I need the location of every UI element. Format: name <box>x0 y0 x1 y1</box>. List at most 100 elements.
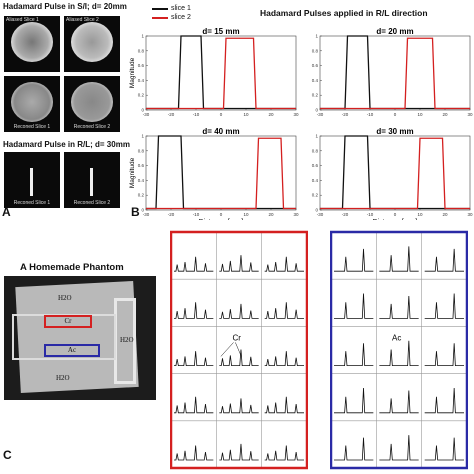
spectrum-trace <box>174 256 214 272</box>
x-tick-label: -20 <box>168 112 175 117</box>
phantom-disc <box>71 22 113 62</box>
x-tick-label: -30 <box>143 212 150 217</box>
series-line-slice-1 <box>320 35 470 110</box>
slice-bar <box>90 168 93 196</box>
x-tick-label: -20 <box>168 212 175 217</box>
phantom-disc <box>11 82 53 122</box>
x-tick-label: -30 <box>317 212 324 217</box>
mri-image-rl-reconed-slice-1: Reconed Slice 1 <box>4 152 60 208</box>
y-tick-label: 1 <box>141 34 144 39</box>
chart-title: d= 30 mm <box>376 127 413 136</box>
slice-bar <box>30 168 33 196</box>
chart-title: d= 15 mm <box>202 27 239 36</box>
y-tick-label: 0 <box>141 108 144 113</box>
chart-title: d= 40 mm <box>202 127 239 136</box>
cr-region-box: Cr <box>44 315 92 328</box>
x-tick-label: 0 <box>220 212 223 217</box>
x-tick-label: 30 <box>467 212 473 217</box>
y-axis-label: Magnitude <box>129 57 136 88</box>
image-label: Aliased Slice 2 <box>66 17 99 23</box>
grid-frame <box>170 230 308 470</box>
spectrum-trace <box>264 256 304 272</box>
y-tick-label: 1 <box>315 34 318 39</box>
label-ac: Ac <box>67 346 77 354</box>
x-tick-label: -20 <box>342 112 349 117</box>
mri-image-reconed-slice-1: Reconed Slice 1 <box>4 76 60 132</box>
y-tick-label: 0.2 <box>138 193 145 198</box>
x-tick-label: 20 <box>442 112 448 117</box>
y-tick-label: 0.4 <box>138 178 145 183</box>
y-tick-label: 0.2 <box>312 93 319 98</box>
spectrum-trace <box>334 293 374 319</box>
x-tick-label: -20 <box>342 212 349 217</box>
y-tick-label: 0 <box>315 208 318 213</box>
y-tick-label: 0.4 <box>312 78 319 83</box>
x-tick-label: 10 <box>417 212 423 217</box>
image-label: Aliased Slice 1 <box>6 17 39 23</box>
spectrum-trace <box>379 340 419 366</box>
label-cr: Cr <box>64 317 72 325</box>
spectrum-trace <box>334 437 374 461</box>
series-line-slice-2 <box>320 37 470 110</box>
series-line-slice-1 <box>146 35 296 110</box>
spectrum-trace <box>334 387 374 414</box>
y-tick-label: 0.6 <box>312 163 319 168</box>
mri-image-aliased-slice-1: Aliased Slice 1 <box>4 16 60 72</box>
spectrum-trace <box>264 445 304 461</box>
peak-annotation: Ac <box>392 333 401 342</box>
plot-frame <box>319 35 471 111</box>
x-tick-label: 0 <box>394 112 397 117</box>
series-line-slice-2 <box>320 137 470 210</box>
spectrum-trace <box>424 437 464 461</box>
spectrum-trace <box>219 443 259 461</box>
spectrum-trace <box>219 303 259 319</box>
y-tick-label: 0.8 <box>138 48 145 53</box>
spectrum-trace <box>219 398 259 414</box>
x-tick-label: -10 <box>367 112 374 117</box>
x-tick-label: -10 <box>367 212 374 217</box>
x-tick-label: 20 <box>268 212 274 217</box>
grid-frame <box>330 230 468 470</box>
panel-letter-b: B <box>131 205 140 219</box>
legend-label: slice 1 <box>171 5 191 12</box>
x-tick-label: 10 <box>243 212 249 217</box>
spectrum-trace <box>424 387 464 414</box>
spectrum-trace <box>424 293 464 319</box>
mri-image-aliased-slice-2: Aliased Slice 2 <box>64 16 120 72</box>
y-tick-label: 0.4 <box>312 178 319 183</box>
phantom-photo: H2O Cr Ac H2O H2O <box>4 276 156 400</box>
y-tick-label: 0.6 <box>138 63 145 68</box>
chart-title: d= 20 mm <box>376 27 413 36</box>
ac-region-box: Ac <box>44 344 100 357</box>
phantom-disc <box>11 22 53 62</box>
y-tick-label: 0 <box>315 108 318 113</box>
peak-annotation: Cr <box>233 333 242 342</box>
x-tick-label: -30 <box>143 112 150 117</box>
spectrum-trace <box>424 343 464 366</box>
image-label: Reconed Slice 2 <box>73 200 111 206</box>
spectrum-trace <box>174 445 214 461</box>
y-tick-label: 0.8 <box>312 48 319 53</box>
legend-item-slice-2: slice 2 <box>152 13 202 22</box>
phantom-disc <box>71 82 113 122</box>
series-line-slice-1 <box>320 135 470 210</box>
y-tick-label: 0.2 <box>138 93 145 98</box>
y-tick-label: 0.6 <box>312 63 319 68</box>
spectrum-trace <box>334 248 374 272</box>
panel-b-title: Hadamard Pulses applied in R/L direction <box>260 8 428 18</box>
x-tick-label: -10 <box>193 212 200 217</box>
spectrum-trace <box>379 390 419 414</box>
mri-image-rl-reconed-slice-2: Reconed Slice 2 <box>64 152 120 208</box>
legend: slice 1 slice 2 <box>152 4 202 22</box>
spectrum-trace <box>219 255 259 272</box>
series-line-slice-2 <box>146 37 296 110</box>
spectrum-trace <box>174 396 214 414</box>
label-h2o-top: H2O <box>58 294 72 302</box>
image-label: Reconed Slice 1 <box>13 124 51 130</box>
y-tick-label: 1 <box>141 134 144 139</box>
y-axis-label: Magnitude <box>129 157 136 188</box>
y-tick-label: 0.2 <box>312 193 319 198</box>
panel-a-title-top: Hadamard Pulse in S/I; d= 20mm <box>3 2 127 11</box>
spectrum-trace <box>379 296 419 319</box>
